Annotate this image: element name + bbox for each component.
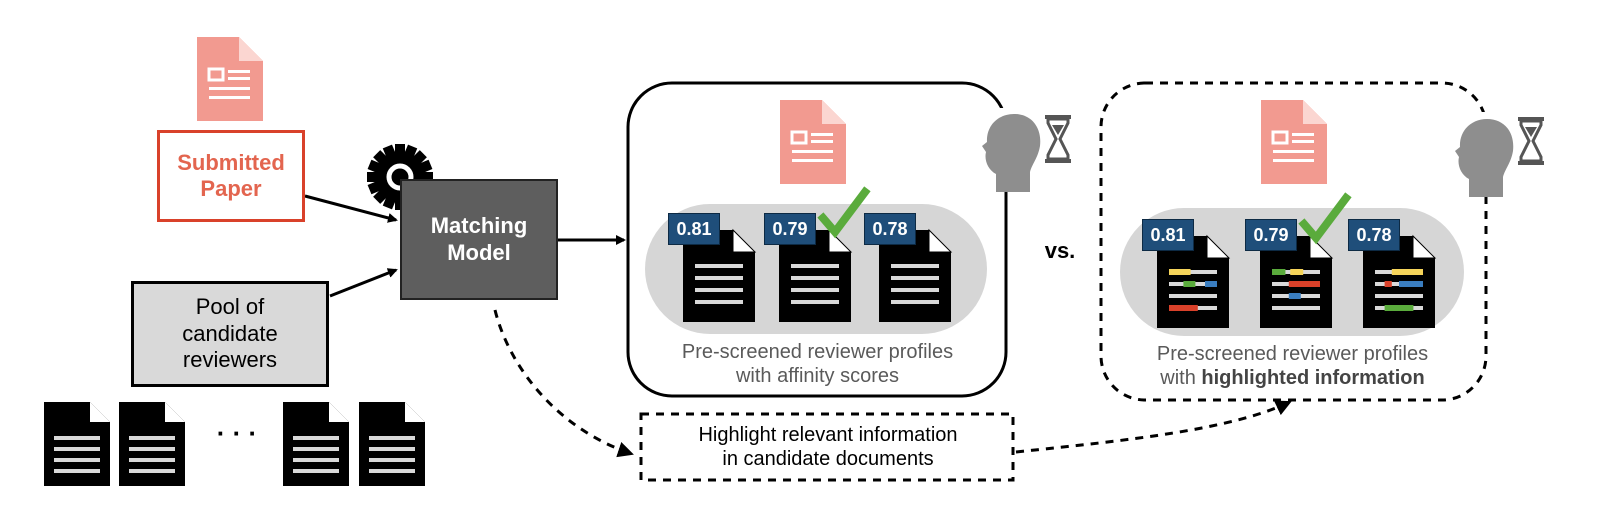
paper-document-icon xyxy=(1259,98,1329,186)
text-line xyxy=(1375,294,1423,298)
highlight-mark xyxy=(1205,281,1217,287)
highlight-step-label: Highlight relevant information in candid… xyxy=(645,423,1011,471)
text-line xyxy=(791,288,839,292)
panel-b-caption-plain: with xyxy=(1160,367,1202,389)
highlight-mark xyxy=(1272,269,1286,275)
dashed-arrow-model-to-highlight xyxy=(493,309,634,458)
affinity-score-badge: 0.81 xyxy=(1142,219,1194,251)
candidate-document-icon xyxy=(283,402,349,486)
arrow-pool-to-model xyxy=(329,268,398,298)
dashed-arrow-highlight-to-panel xyxy=(1015,400,1292,454)
highlight-mark xyxy=(1399,281,1423,287)
text-line xyxy=(1169,294,1217,298)
text-line xyxy=(791,264,839,268)
panel-b-caption-line1: Pre-screened reviewer profiles xyxy=(1156,343,1429,365)
gear-icon xyxy=(367,144,433,210)
highlight-mark xyxy=(1169,305,1198,311)
highlight-mark xyxy=(1384,281,1392,287)
text-line xyxy=(695,288,743,292)
panel-b-caption: Pre-screened reviewer profiles with high… xyxy=(1115,342,1470,390)
candidate-pool-box: Pool of candidate reviewers xyxy=(131,281,329,387)
highlight-step-box xyxy=(639,412,1015,482)
candidate-pool-label: Pool of candidate reviewers xyxy=(182,294,278,373)
submitted-paper-box: Submitted Paper xyxy=(157,130,305,222)
text-line xyxy=(791,276,839,280)
text-line xyxy=(891,276,939,280)
checkmark-icon xyxy=(1298,192,1352,245)
candidate-document-icon xyxy=(44,402,110,486)
reviewer-profile-document-icon xyxy=(879,228,953,322)
arrow-paper-to-model xyxy=(304,194,398,223)
submitted-paper-label: Submitted Paper xyxy=(177,149,285,201)
highlight-step-line1: Highlight relevant information xyxy=(698,424,958,446)
highlight-mark xyxy=(1290,269,1304,275)
highlight-mark xyxy=(1288,293,1301,299)
text-line xyxy=(1169,270,1217,274)
text-line xyxy=(791,300,839,304)
panel-highlighted-information xyxy=(1099,81,1488,402)
matching-model-box: Matching Model xyxy=(400,179,558,300)
panel-a-caption-line2: with affinity scores xyxy=(735,365,900,387)
highlight-step-line2: in candidate documents xyxy=(722,448,934,470)
candidate-document-icon xyxy=(359,402,425,486)
highlight-mark xyxy=(1384,305,1414,311)
text-line xyxy=(1272,306,1320,310)
reviewer-profile-document-icon xyxy=(683,228,757,322)
candidate-document-icon xyxy=(119,402,185,486)
text-line xyxy=(891,300,939,304)
checkmark-icon xyxy=(817,186,871,239)
affinity-score-badge: 0.79 xyxy=(764,213,816,245)
reviewer-profile-document-icon xyxy=(1363,234,1437,328)
affinity-score-badge: 0.79 xyxy=(1245,219,1297,251)
ellipsis: · · · xyxy=(216,418,258,448)
panel-a-caption-line1: Pre-screened reviewer profiles xyxy=(681,341,954,363)
highlight-mark xyxy=(1183,281,1196,287)
highlight-mark xyxy=(1169,269,1191,275)
paper-document-icon xyxy=(195,35,265,123)
panel-a-caption: Pre-screened reviewer profiles with affi… xyxy=(640,340,995,388)
text-line xyxy=(891,264,939,268)
reviewer-profile-document-icon xyxy=(1260,234,1334,328)
text-line xyxy=(891,288,939,292)
highlight-mark xyxy=(1288,281,1320,287)
reviewer-profile-document-icon xyxy=(1157,234,1231,328)
text-line xyxy=(695,276,743,280)
affinity-score-badge: 0.78 xyxy=(1348,219,1400,251)
affinity-score-badge: 0.78 xyxy=(864,213,916,245)
panel-b-caption-bold: highlighted information xyxy=(1201,367,1425,389)
highlight-mark xyxy=(1391,269,1423,275)
reviewer-profile-document-icon xyxy=(779,228,853,322)
matching-model-label: Matching Model xyxy=(430,213,528,265)
vs-label: vs. xyxy=(1044,238,1076,263)
affinity-score-badge: 0.81 xyxy=(668,213,720,245)
text-line xyxy=(695,264,743,268)
text-line xyxy=(695,300,743,304)
